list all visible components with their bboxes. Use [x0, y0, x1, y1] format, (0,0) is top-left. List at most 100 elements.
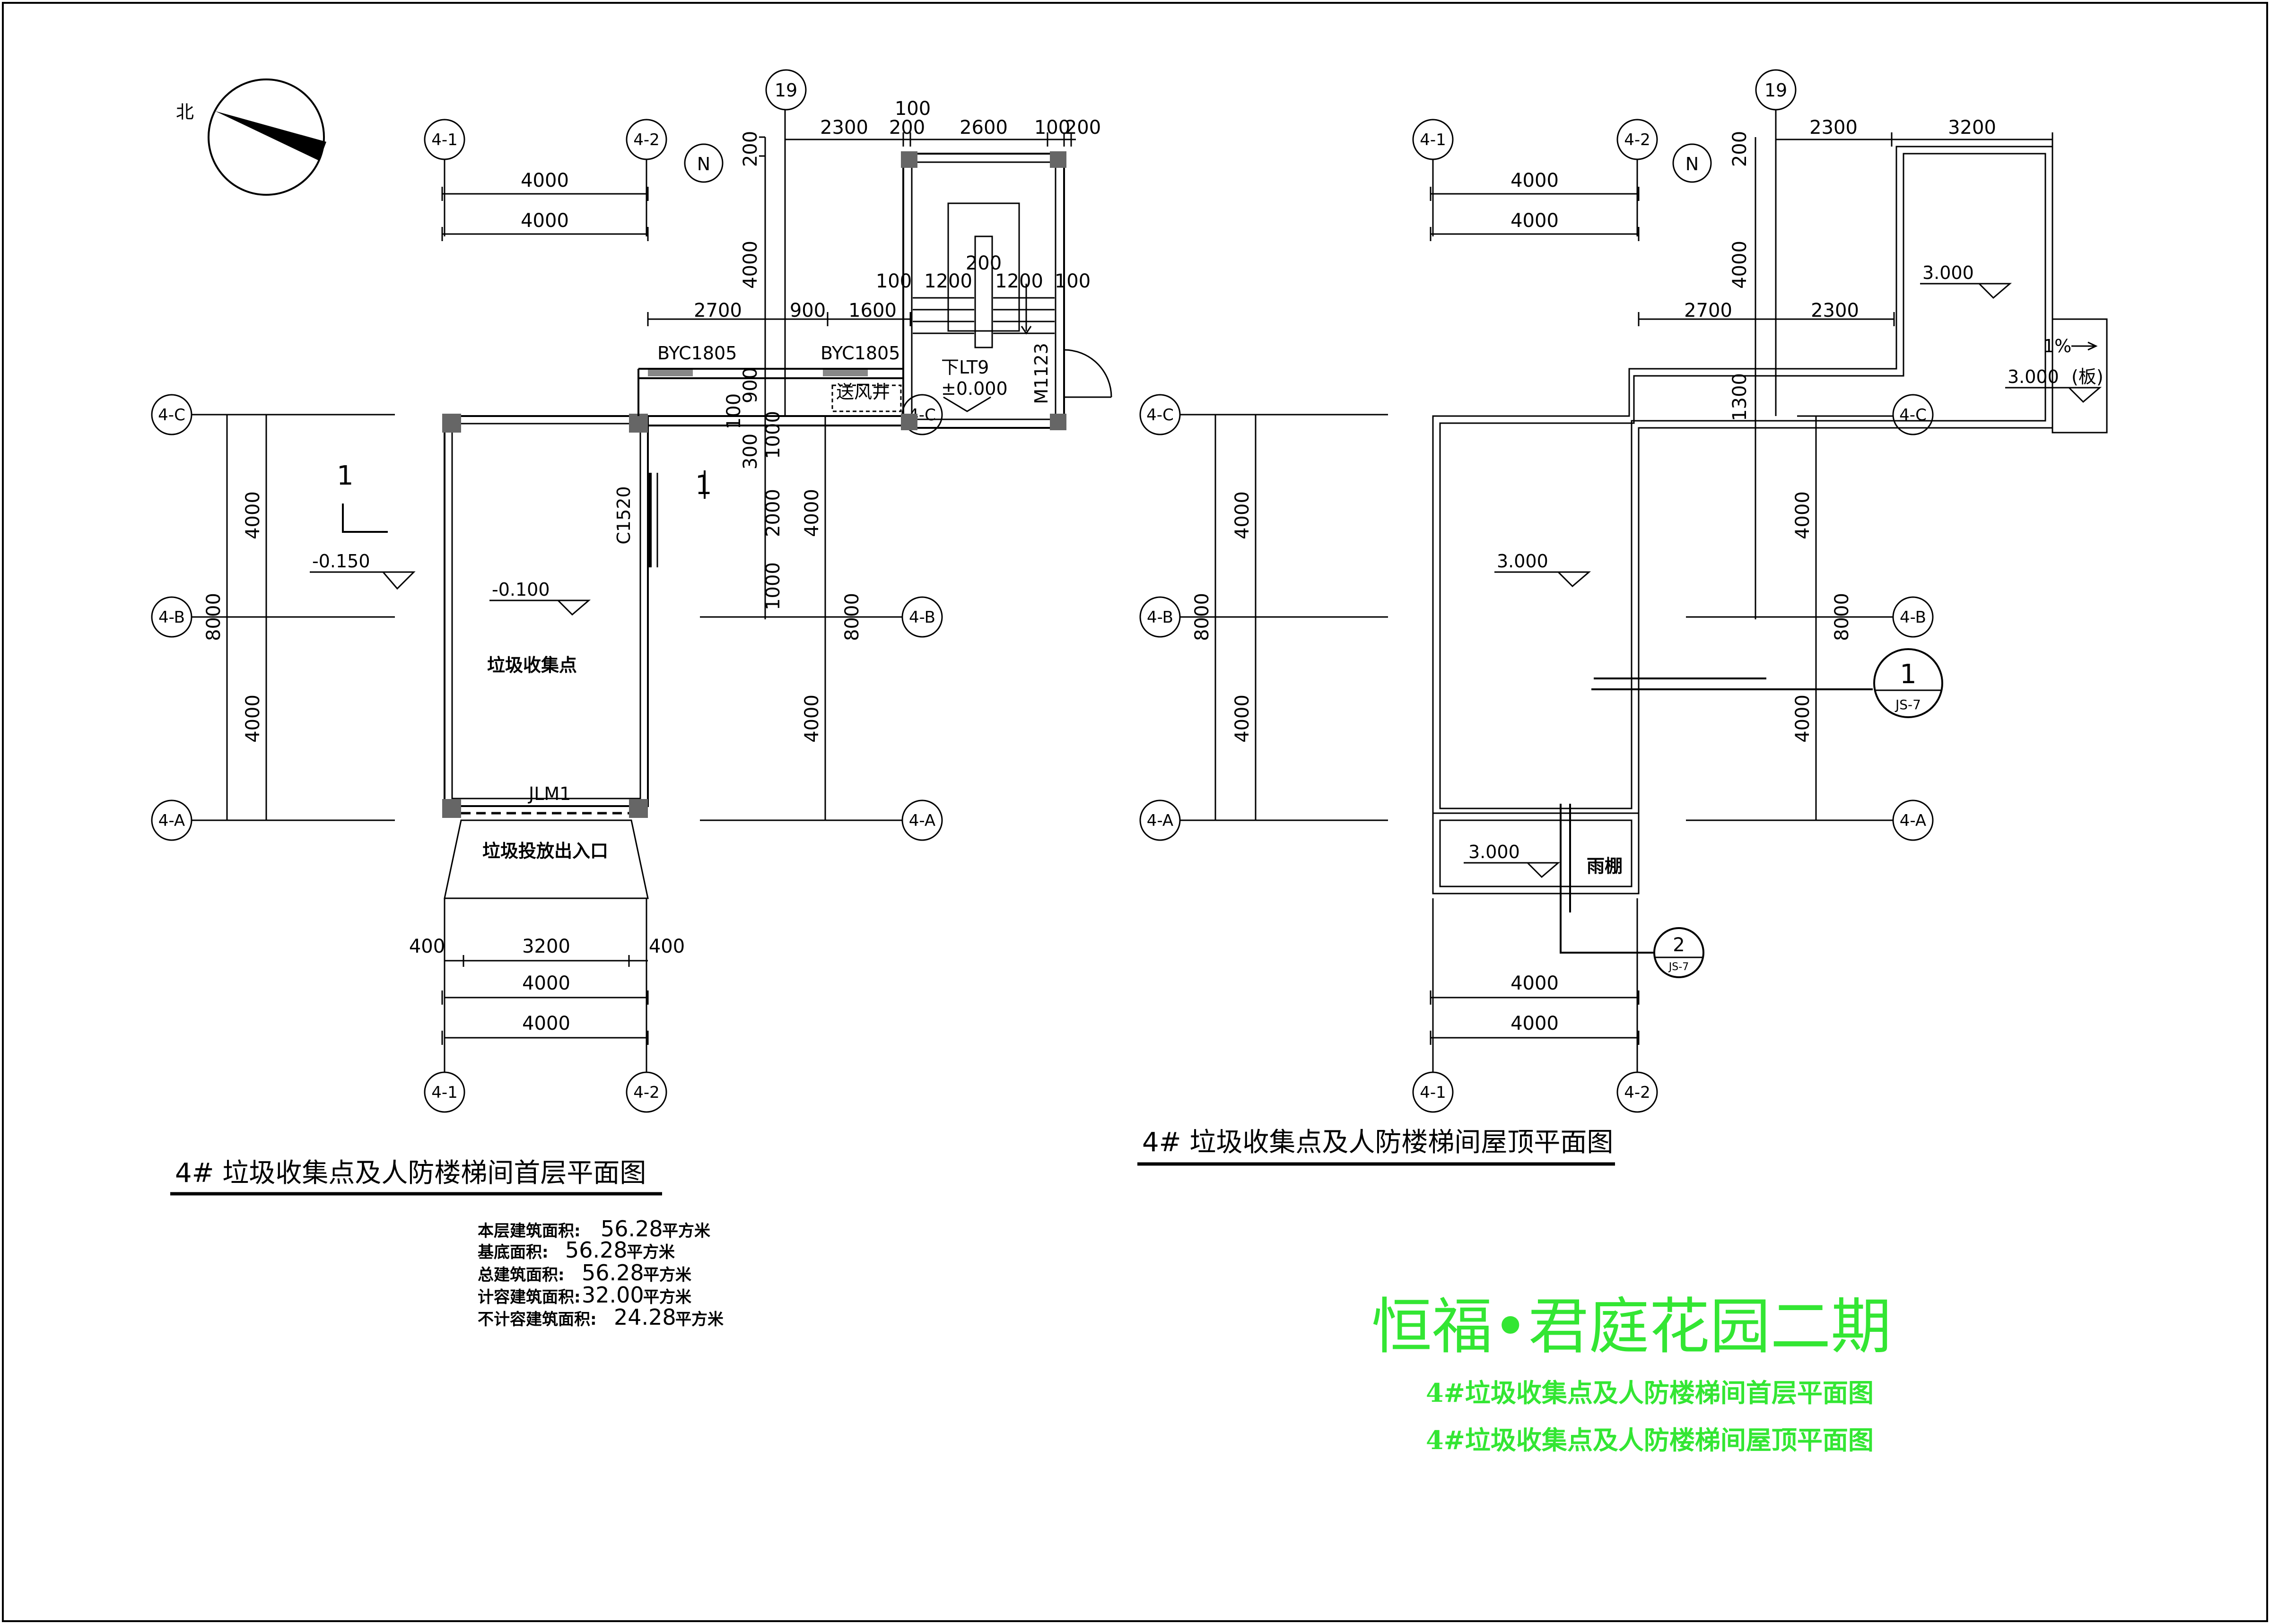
- svg-text:4-C: 4-C: [1899, 406, 1927, 425]
- svg-text:2700: 2700: [694, 300, 742, 321]
- project-subtitle-1: 4#垃圾收集点及人防楼梯间首层平面图: [1426, 1378, 1874, 1408]
- svg-text:1000: 1000: [762, 562, 784, 610]
- axis-bubble-4-B-left-roof: 4-B: [1139, 596, 1181, 638]
- canopy-elev: 3.000: [1464, 842, 1561, 878]
- axis-bubble-4-1-bottom-roof: 4-1: [1412, 1071, 1454, 1113]
- svg-text:200: 200: [1065, 117, 1101, 139]
- svg-text:4-A: 4-A: [1147, 811, 1173, 830]
- svg-text:N: N: [1685, 154, 1699, 174]
- svg-text:1%: 1%: [2043, 336, 2071, 356]
- axis-bubble-4-A-right: 4-A: [901, 799, 943, 841]
- svg-text:4000: 4000: [1792, 491, 1814, 539]
- svg-text:(板): (板): [2071, 366, 2104, 387]
- svg-text:4000: 4000: [801, 695, 823, 743]
- svg-text:100: 100: [895, 98, 931, 120]
- svg-text:2300: 2300: [1809, 117, 1858, 139]
- svg-text:4000: 4000: [1231, 491, 1253, 539]
- roof-elev-1: 3.000: [1920, 262, 2012, 299]
- north-compass: 北: [176, 78, 326, 196]
- svg-text:2: 2: [1673, 934, 1685, 956]
- axis-bubble-19-roof: 19: [1755, 69, 1797, 111]
- detail-bubble-1: 1 JS-7: [1873, 648, 1943, 718]
- svg-text:2300: 2300: [820, 117, 868, 139]
- svg-text:1: 1: [695, 470, 712, 501]
- svg-text:24.28: 24.28: [614, 1304, 676, 1330]
- elevation-inside: -0.100: [489, 579, 591, 616]
- svg-text:3.000: 3.000: [1468, 842, 1520, 862]
- svg-text:4-2: 4-2: [633, 1083, 660, 1102]
- svg-text:4000: 4000: [1729, 241, 1751, 289]
- svg-text:-0.100: -0.100: [492, 579, 550, 600]
- svg-text:4000: 4000: [242, 491, 264, 539]
- svg-text:300: 300: [740, 434, 761, 469]
- plan2-title: 4# 垃圾收集点及人防楼梯间屋顶平面图: [1142, 1127, 1613, 1158]
- label-lt9: 下LT9: [941, 357, 989, 378]
- label-room: 垃圾收集点: [487, 655, 577, 676]
- svg-text:3200: 3200: [1948, 117, 1996, 139]
- svg-text:4-A: 4-A: [909, 811, 935, 830]
- svg-text:8000: 8000: [203, 593, 225, 641]
- plan2-roof: 4-1 4-2 19 N 4-1 4-2 4-C 4-B: [1137, 69, 2108, 1166]
- label-air-shaft: 送风井: [836, 382, 890, 402]
- svg-text:平方米: 平方米: [643, 1288, 691, 1307]
- n-marker: N: [684, 143, 724, 183]
- svg-text:400: 400: [409, 936, 445, 957]
- svg-text:3.000: 3.000: [1922, 262, 1974, 283]
- svg-text:200: 200: [1729, 131, 1751, 167]
- roof-slope: 1%: [2043, 336, 2098, 356]
- svg-text:4-2: 4-2: [633, 130, 660, 149]
- svg-text:4000: 4000: [740, 241, 761, 289]
- svg-text:3.000: 3.000: [1497, 551, 1548, 572]
- label-entry: 垃圾投放出入口: [482, 841, 608, 861]
- svg-text:56.28: 56.28: [565, 1237, 628, 1263]
- svg-text:900: 900: [790, 300, 826, 321]
- svg-text:1: 1: [1900, 659, 1917, 690]
- svg-text:8000: 8000: [841, 593, 863, 641]
- svg-text:1300: 1300: [1729, 373, 1751, 421]
- svg-text:3200: 3200: [522, 936, 570, 957]
- svg-text:4000: 4000: [801, 489, 823, 537]
- svg-text:4-1: 4-1: [431, 130, 458, 149]
- roof-outline: [1432, 146, 2108, 954]
- stair-block: [901, 151, 1112, 430]
- svg-text:100: 100: [1055, 270, 1091, 292]
- label-jlm1: JLM1: [528, 783, 571, 804]
- svg-text:平方米: 平方米: [627, 1243, 675, 1262]
- svg-text:32.00: 32.00: [582, 1282, 644, 1308]
- roof-elev-3: 3.000 (板): [2005, 366, 2104, 403]
- svg-text:8000: 8000: [1831, 593, 1853, 641]
- svg-text:4-A: 4-A: [1900, 811, 1926, 830]
- svg-text:平方米: 平方米: [643, 1266, 691, 1285]
- n-marker-roof: N: [1672, 143, 1712, 183]
- svg-text:1600: 1600: [848, 300, 897, 321]
- axis-bubble-4-C-left: 4-C: [151, 394, 192, 435]
- svg-text:100: 100: [876, 270, 912, 292]
- axis-bubble-4-B-right: 4-B: [901, 596, 943, 638]
- svg-text:1: 1: [337, 460, 354, 491]
- axis-bubble-4-2-bottom-roof: 4-2: [1616, 1071, 1658, 1113]
- axis-bubble-4-C-left-roof: 4-C: [1139, 394, 1181, 435]
- axis-bubble-19: 19: [765, 69, 807, 111]
- svg-text:200: 200: [740, 131, 761, 167]
- project-name: 恒福•君庭花园二期: [1371, 1292, 1892, 1362]
- svg-text:200: 200: [966, 252, 1002, 274]
- svg-text:4-2: 4-2: [1624, 130, 1650, 149]
- label-canopy: 雨棚: [1587, 856, 1623, 877]
- svg-text:4-1: 4-1: [1420, 130, 1446, 149]
- svg-text:4000: 4000: [1510, 170, 1559, 191]
- label-c1520: C1520: [613, 486, 634, 544]
- svg-text:4-C: 4-C: [158, 406, 185, 425]
- svg-text:4-B: 4-B: [909, 608, 935, 627]
- svg-text:3.000: 3.000: [2008, 366, 2059, 387]
- svg-text:4000: 4000: [522, 1013, 570, 1034]
- svg-text:8000: 8000: [1191, 593, 1213, 641]
- svg-text:总建筑面积:: 总建筑面积:: [478, 1266, 565, 1285]
- plan1-ground-floor: 4-1 4-2 19 N 4-1 4-2 4-C 4-B: [151, 69, 1112, 1330]
- svg-text:56.28: 56.28: [582, 1260, 644, 1285]
- plan1-title: 4# 垃圾收集点及人防楼梯间首层平面图: [175, 1158, 646, 1189]
- svg-text:19: 19: [1764, 80, 1787, 101]
- svg-text:4000: 4000: [1792, 695, 1814, 743]
- svg-text:4000: 4000: [1510, 1013, 1559, 1034]
